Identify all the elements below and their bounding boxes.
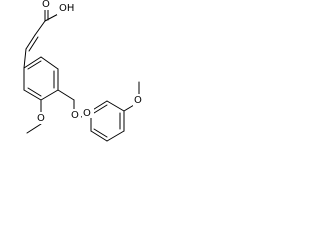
bond-methoxy-o-to-ch3 [26,123,42,134]
carboxylic-acid-label-mask [57,2,76,15]
bond-alkene-to-ring [23,48,27,69]
carboxylic-acid-label: OH [59,3,74,14]
ring-right-bond-4 [106,130,125,142]
carbonyl-oxygen-label-mask [40,0,51,10]
chemical-structure-diagram: OH O O O O O [23,0,145,142]
methoxy-oxygen-right-label: O [134,95,142,106]
ether-oxygen-aryl-label: O [83,108,91,119]
ring-left-bond-4 [40,89,59,101]
ring-left-bond-1 [23,56,42,69]
bond-layer [23,5,140,142]
atom-label-layer: OH O O O O O [35,0,145,124]
ring-right-bond-5-inner [93,128,108,138]
bond-ring-to-ch2 [57,89,75,101]
ring-left-bond-5-inner [27,87,42,97]
ether-oxygen-aryl-label-mask [82,108,94,118]
ring-right-bond-5 [90,130,108,142]
ring-left-bond-1-inner [27,60,42,70]
ring-right-bond-2 [106,100,125,112]
ether-oxygen-bridge-label: O [71,110,79,121]
bond-alkene [25,34,36,50]
ether-oxygen-bridge-label-mask [69,109,81,121]
methoxy-oxygen-left-label: O [37,113,45,124]
ring-left-bond-2 [40,56,59,70]
bond-ring-to-right-methoxy-o [123,104,135,112]
bond-alkene-double [28,36,39,52]
bond-acid-to-alkene [34,20,46,36]
ring-left-bond-5 [23,89,42,101]
ring-right-bond-1-inner [93,104,108,114]
carbonyl-oxygen-label: O [42,0,50,10]
methoxy-oxygen-right-label-mask [133,94,145,106]
methoxy-oxygen-left-label-mask [35,112,47,124]
